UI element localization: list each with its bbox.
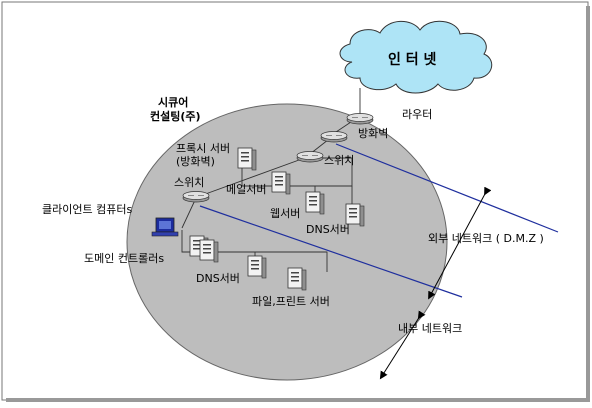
dns-server-dmz-label: DNS서버 — [306, 223, 350, 236]
web-server-label: 웹서버 — [270, 207, 300, 220]
company-network-area — [126, 103, 448, 381]
client-computer-icon — [151, 217, 179, 237]
outer-network-label: 외부 네트워크 ( D.M.Z ) — [428, 232, 544, 245]
frame-shadow-bottom — [6, 398, 590, 402]
file-print-server-icon — [287, 267, 307, 291]
mail-server-icon — [271, 171, 291, 195]
inner-switch-label: 스위치 — [174, 176, 204, 189]
inner-network-arrow — [379, 310, 426, 380]
dns-server-inner-label: DNS서버 — [196, 272, 240, 285]
router-icon — [346, 113, 374, 125]
inner-network-label: 내부 네트워크 — [398, 322, 462, 335]
dmz-switch-label: 스위치 — [324, 154, 354, 167]
internal-boundary-line — [199, 205, 463, 298]
frame-shadow-right — [586, 6, 590, 402]
web-server-icon — [305, 191, 325, 215]
proxy-label-line1: 프록시 서버 — [176, 142, 230, 155]
company-label-line2: 컨설팅(주) — [150, 109, 201, 123]
dmz-switch-icon — [296, 151, 324, 163]
mail-server-label: 메일서버 — [226, 182, 266, 196]
client-computers-label: 클라이언트 컴퓨터s — [42, 203, 132, 216]
file-print-server-label: 파일,프린트 서버 — [252, 294, 330, 308]
inner-switch-icon — [182, 191, 210, 203]
domain-controller-icon-b — [199, 239, 219, 263]
company-label-line1: 시큐어 — [158, 95, 188, 109]
dns-server-inner-icon — [247, 255, 267, 279]
proxy-label-line2: (방화벽) — [176, 155, 215, 168]
firewall-icon — [320, 131, 348, 143]
router-label: 라우터 — [402, 108, 432, 121]
internet-cloud: 인 터 넷 — [339, 20, 493, 94]
internet-label: 인 터 넷 — [388, 51, 437, 68]
domain-controllers-label: 도메인 컨트롤러s — [84, 252, 164, 265]
proxy-server-icon — [237, 147, 257, 171]
firewall-label: 방화벽 — [358, 127, 388, 140]
outer-network-arrow — [428, 186, 492, 300]
